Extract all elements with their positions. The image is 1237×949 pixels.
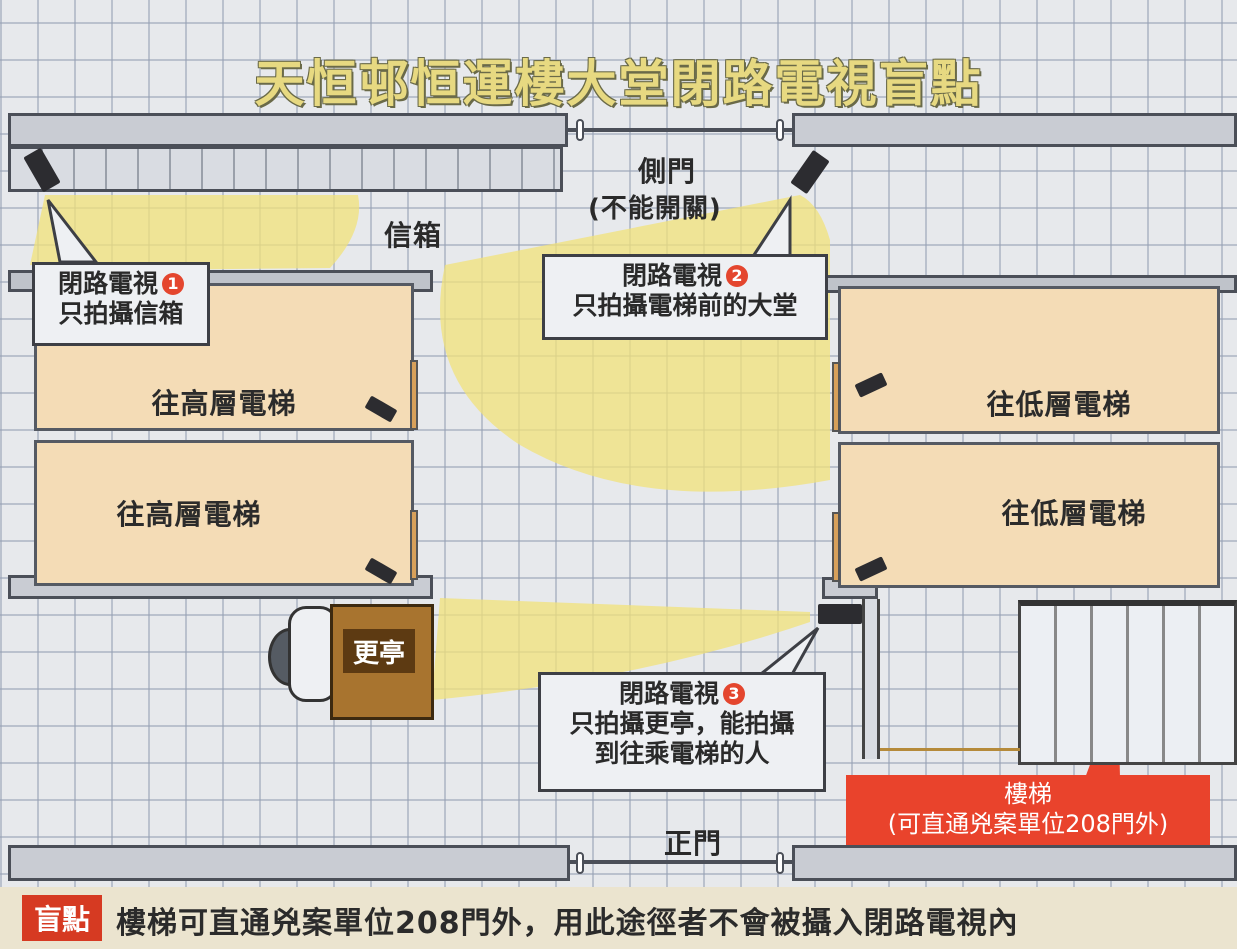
bottom-left-wall — [8, 845, 570, 881]
blind-spot-tag: 盲點 — [22, 895, 102, 941]
guard-body-icon — [288, 606, 338, 702]
staircase — [1018, 600, 1237, 765]
camera-2-desc: 只拍攝電梯前的大堂 — [572, 291, 798, 320]
elevator-door-strip — [410, 510, 418, 580]
bottom-right-wall — [792, 845, 1237, 881]
side-door-label: 側門 — [638, 155, 697, 188]
camera-2-number: 2 — [726, 265, 748, 287]
elevator-door-strip — [832, 512, 840, 582]
side-door-hinge-right — [776, 119, 784, 141]
stairs-callout: 樓梯 (可直通兇案單位208門外) — [846, 775, 1210, 851]
stair-partition — [862, 599, 880, 759]
mailbox-label: 信箱 — [384, 219, 443, 252]
main-door-line — [570, 860, 792, 864]
elevator-high-1-label: 往高層電梯 — [151, 387, 297, 420]
blind-spot-bar — [0, 887, 1237, 949]
camera-3-icon — [818, 604, 862, 624]
guard-kiosk: 更亭 — [330, 604, 434, 720]
main-door-hinge-left — [576, 852, 584, 874]
camera-1-title: 閉路電視 — [57, 269, 158, 298]
mailbox-bank — [8, 146, 563, 192]
camera-3-desc: 只拍攝更亭，能拍攝 — [569, 709, 795, 738]
stairs-title: 樓梯 — [1004, 780, 1052, 808]
side-door-hinge-left — [576, 119, 584, 141]
elevator-low-2: 往低層電梯 — [838, 442, 1220, 588]
stair-gate — [880, 748, 1020, 751]
side-door-line — [568, 128, 792, 132]
diagram-title: 天恒邨恒運樓大堂閉路電視盲點 — [254, 55, 983, 113]
elevator-door-strip — [832, 362, 840, 432]
elevator-low-1-label: 往低層電梯 — [986, 388, 1132, 421]
camera-3-title: 閉路電視 — [618, 679, 719, 708]
camera-1-desc: 只拍攝信箱 — [58, 299, 184, 328]
top-left-wall — [8, 113, 568, 147]
top-right-wall — [792, 113, 1237, 147]
side-door-note: (不能開關) — [588, 194, 722, 224]
elevator-high-2: 往高層電梯 — [34, 440, 414, 586]
camera-3-number: 3 — [723, 683, 745, 705]
camera-1-number: 1 — [162, 273, 184, 295]
elevator-door-strip — [410, 360, 418, 430]
elevator-low-2-label: 往低層電梯 — [1001, 497, 1147, 530]
kiosk-label: 更亭 — [343, 629, 415, 673]
camera-2-title: 閉路電視 — [621, 261, 722, 290]
camera-1-coverage — [30, 195, 360, 270]
main-door-hinge-right — [776, 852, 784, 874]
elevator-low-1: 往低層電梯 — [838, 286, 1220, 434]
blind-spot-text: 樓梯可直通兇案單位208門外，用此途徑者不會被攝入閉路電視內 — [116, 906, 1019, 941]
elevator-high-2-label: 往高層電梯 — [116, 498, 262, 531]
main-door-label: 正門 — [664, 827, 723, 860]
stairs-desc: (可直通兇案單位208門外) — [887, 810, 1169, 838]
camera-3-desc2: 到往乘電梯的人 — [594, 739, 770, 768]
camera-3-coverage — [432, 598, 810, 700]
